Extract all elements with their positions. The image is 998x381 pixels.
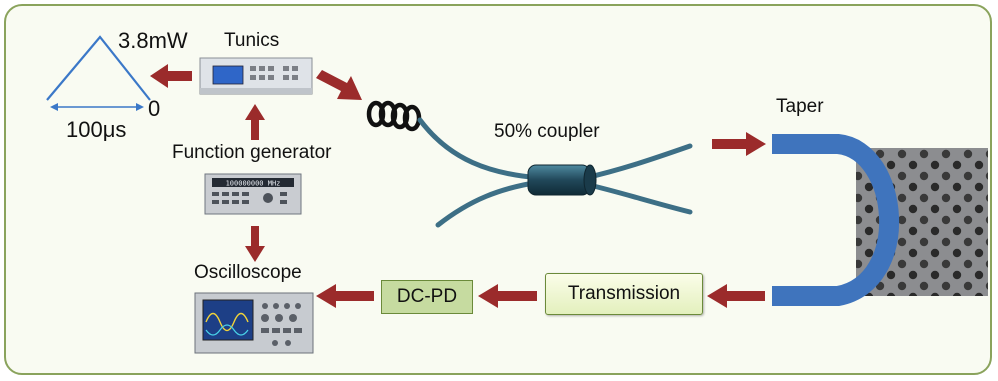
dc-pd-label: DC-PD	[396, 286, 458, 307]
function-generator-label: Function generator	[172, 142, 332, 163]
fg-display-text: 100000000 MHz	[226, 180, 281, 188]
arrow-coupler-to-taper	[712, 132, 766, 156]
transmission-box: Transmission	[545, 273, 703, 315]
arrow-transmission-to-dcpd	[478, 284, 537, 308]
coupler-label: 50% coupler	[494, 121, 600, 142]
taper-label: Taper	[776, 96, 824, 117]
fiber-coil	[366, 100, 422, 132]
tunics-laser	[199, 57, 313, 95]
zero-label: 0	[148, 96, 161, 121]
function-generator-instrument: 100000000 MHz	[204, 173, 302, 215]
arrow-tunics-to-fiber	[316, 70, 362, 100]
tunics-label: Tunics	[224, 30, 280, 51]
oscilloscope-label: Oscilloscope	[194, 262, 302, 283]
transmission-label: Transmission	[567, 283, 681, 304]
triangle-waveform	[46, 35, 151, 111]
arrow-dcpd-to-osc	[316, 284, 374, 308]
arrow-taper-to-transmission	[707, 284, 765, 308]
arrow-to-waveform	[150, 64, 192, 88]
period-label: 100μs	[66, 117, 127, 142]
power-label: 3.8mW	[118, 28, 188, 53]
arrow-fg-to-osc	[245, 226, 265, 262]
dc-pd-box: DC-PD	[381, 280, 473, 314]
coupler-body	[527, 164, 597, 196]
taper-fiber	[772, 134, 900, 306]
arrows	[150, 64, 766, 308]
arrow-fg-to-tunics	[245, 104, 265, 140]
oscilloscope-instrument	[194, 292, 314, 354]
